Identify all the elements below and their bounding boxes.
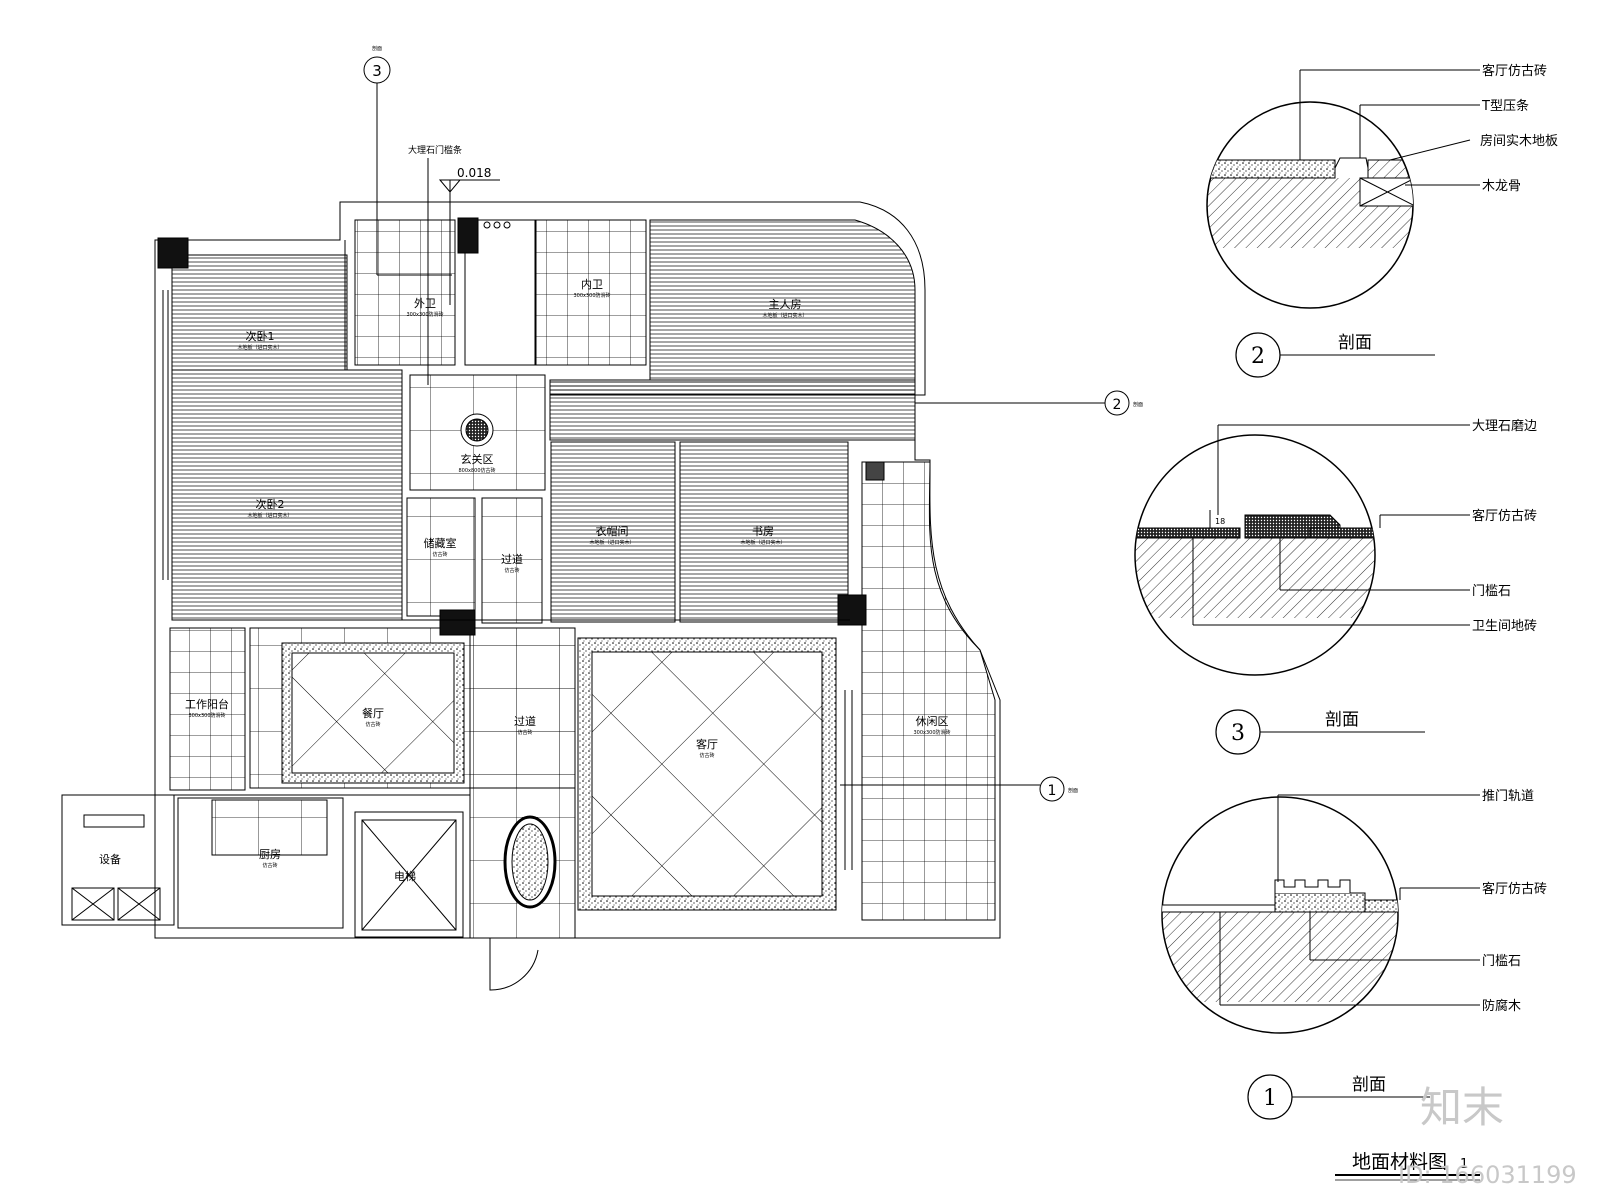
- marble-strip-label: 大理石门槛条: [408, 144, 462, 156]
- plan-section-markers: [376, 82, 1105, 786]
- label-lift: 电梯: [394, 870, 416, 883]
- d1-callout-3: 门槛石: [1482, 954, 1521, 969]
- svg-text:1: 1: [1263, 1086, 1277, 1111]
- room-second-bedroom-2: [171, 369, 403, 621]
- label-second-bedroom-2: 次卧2: [256, 497, 285, 511]
- marker-1: 1 剖面: [1039, 776, 1078, 802]
- svg-text:剖面: 剖面: [1068, 787, 1078, 794]
- svg-text:仿古砖: 仿古砖: [699, 752, 714, 759]
- svg-text:仿古砖: 仿古砖: [262, 862, 277, 869]
- svg-text:剖面: 剖面: [1352, 1075, 1386, 1095]
- d2-callout-1: 客厅仿古砖: [1482, 63, 1547, 79]
- d1-title-bubble: 1 剖面: [1247, 1074, 1430, 1120]
- d3-callout-2: 客厅仿古砖: [1472, 508, 1537, 524]
- svg-text:仿古砖: 仿古砖: [365, 721, 380, 728]
- svg-text:仿古砖: 仿古砖: [432, 551, 447, 558]
- d3-title-bubble: 3 剖面: [1215, 709, 1425, 755]
- room-guest-bath: [354, 219, 456, 366]
- room-cloakroom: [550, 441, 676, 623]
- svg-text:3: 3: [372, 62, 382, 80]
- label-aisle: 过道: [501, 552, 523, 566]
- svg-text:仿古砖: 仿古砖: [504, 567, 519, 574]
- svg-text:木地板（进口实木）: 木地板（进口实木）: [589, 539, 634, 546]
- room-leisure-area: [861, 461, 996, 921]
- d2-callout-4: 木龙骨: [1482, 179, 1521, 194]
- d3-dimension: 18: [1215, 517, 1225, 526]
- d3-callout-4: 卫生间地砖: [1472, 619, 1537, 634]
- room-storage: [406, 497, 476, 617]
- scale-note: 1: [1460, 1157, 1468, 1172]
- svg-text:300x300防滑砖: 300x300防滑砖: [913, 729, 950, 736]
- d3-callout-3: 门槛石: [1472, 584, 1511, 599]
- elevation-label: 0.018: [457, 166, 491, 180]
- label-leisure-area: 休闲区: [916, 714, 949, 728]
- room-master-bath: [535, 219, 647, 366]
- detail-section-2: [1206, 69, 1480, 309]
- label-corridor: 过道: [514, 714, 536, 728]
- label-living-room: 客厅: [696, 737, 718, 751]
- detail-section-1: [1161, 794, 1480, 1034]
- marker-3: 3 剖面: [363, 45, 391, 84]
- svg-text:剖面: 剖面: [1325, 710, 1359, 730]
- label-master-bedroom: 主人房: [769, 298, 802, 311]
- d1-callout-4: 防腐木: [1482, 998, 1521, 1014]
- label-cloakroom: 衣帽间: [596, 524, 629, 538]
- label-utility: 设备: [99, 852, 121, 866]
- svg-text:剖面: 剖面: [1133, 401, 1143, 408]
- label-entrance: 玄关区: [461, 452, 494, 466]
- marker-2: 2 剖面: [1104, 390, 1143, 416]
- svg-text:800x800仿古砖: 800x800仿古砖: [458, 467, 495, 474]
- svg-text:3: 3: [1231, 721, 1245, 746]
- label-second-bedroom-1: 次卧1: [246, 329, 275, 343]
- svg-text:300x300防滑砖: 300x300防滑砖: [573, 292, 610, 299]
- svg-text:木地板（进口实木）: 木地板（进口实木）: [762, 312, 807, 319]
- svg-text:300x300防滑砖: 300x300防滑砖: [188, 712, 225, 719]
- room-lift: [354, 811, 464, 938]
- svg-text:1: 1: [1048, 783, 1057, 799]
- d1-callout-1: 推门轨道: [1482, 789, 1534, 804]
- label-guest-bath: 外卫: [414, 297, 436, 310]
- label-kitchen: 厨房: [259, 848, 281, 861]
- drawing-title: 地面材料图: [1352, 1151, 1447, 1173]
- detail-section-3: [1134, 424, 1470, 676]
- drawing-title-block: 地面材料图 1: [1335, 1151, 1480, 1181]
- room-utility: [61, 794, 175, 926]
- label-work-balcony: 工作阳台: [185, 697, 229, 711]
- d3-callout-1: 大理石磨边: [1472, 419, 1537, 434]
- room-aisle: [481, 497, 543, 624]
- svg-text:木地板（进口实木）: 木地板（进口实木）: [740, 539, 785, 546]
- d1-callout-2: 客厅仿古砖: [1482, 881, 1547, 897]
- room-kitchen: [177, 797, 344, 929]
- svg-text:剖面: 剖面: [372, 45, 382, 52]
- svg-text:300x300防滑砖: 300x300防滑砖: [406, 311, 443, 318]
- room-study: [679, 441, 849, 623]
- watermark-id: ID: 166031199: [1398, 1161, 1577, 1189]
- room-labels: 次卧1 木地板（进口实木） 次卧2 木地板（进口实木） 外卫 300x300防滑…: [99, 277, 951, 883]
- label-master-bath: 内卫: [581, 277, 603, 291]
- svg-text:剖面: 剖面: [1338, 333, 1372, 353]
- label-dining-room: 餐厅: [362, 706, 384, 720]
- room-work-balcony: [169, 627, 246, 791]
- d2-callout-2: T型压条: [1481, 98, 1529, 114]
- svg-text:木地板（进口实木）: 木地板（进口实木）: [247, 512, 292, 519]
- watermark-logo: 知末: [1420, 1083, 1504, 1132]
- svg-text:仿古砖: 仿古砖: [517, 729, 532, 736]
- d2-title-bubble: 2 剖面: [1235, 332, 1435, 378]
- svg-text:木地板（进口实木）: 木地板（进口实木）: [237, 344, 282, 351]
- d2-callout-3: 房间实木地板: [1480, 133, 1558, 149]
- svg-text:2: 2: [1251, 344, 1265, 369]
- floor-plan: [61, 201, 1001, 991]
- label-storage: 储藏室: [424, 536, 457, 550]
- room-second-bedroom-1: [171, 254, 348, 371]
- svg-text:2: 2: [1113, 397, 1122, 413]
- label-study: 书房: [752, 525, 774, 538]
